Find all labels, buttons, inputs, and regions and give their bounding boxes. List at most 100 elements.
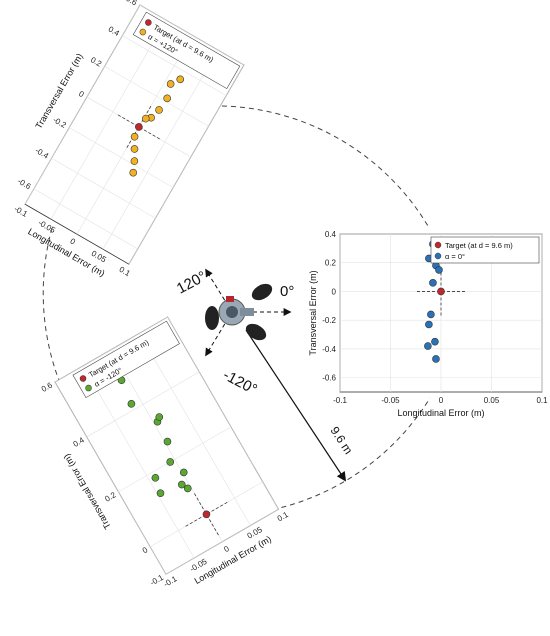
y-tick-label: 0.6: [124, 0, 139, 8]
distance-label: 9.6 m: [327, 424, 355, 457]
y-tick-label: -0.6: [322, 374, 336, 383]
x-gridline: [54, 381, 167, 575]
range-circle-arc-left: [42, 227, 66, 396]
y-gridline: [33, 188, 138, 250]
legend: Target (at d = 9.6 m) α = 0°: [430, 236, 540, 264]
y-tick-label: 0: [77, 89, 86, 99]
x-tick-label: 0.1: [118, 265, 133, 279]
y-tick-label: 0: [332, 287, 337, 296]
sample-point: [130, 145, 139, 153]
y-gridline: [104, 66, 209, 127]
x-gridline: [128, 64, 245, 265]
y-tick-label: 0.4: [325, 230, 337, 239]
legend-box: [430, 236, 540, 264]
y-tick-label: -0.1: [149, 573, 166, 588]
sample-point: [127, 400, 136, 408]
y-tick-label: -0.4: [34, 146, 51, 161]
y-gridline: [118, 426, 232, 493]
sample-point: [141, 114, 150, 123]
y-tick-label: 0: [141, 545, 150, 555]
sample-point: [424, 342, 432, 350]
sample-point: [432, 355, 440, 363]
robot-icon: [205, 283, 273, 341]
y-gridline: [139, 4, 245, 66]
sample-point: [435, 266, 443, 274]
target-crosshair-v: [126, 105, 152, 148]
y-tick-label: -0.4: [322, 345, 336, 354]
x-tick-label: -0.05: [381, 396, 400, 405]
x-tick-label: 0.1: [276, 510, 291, 524]
legend-marker: [434, 252, 442, 260]
sample-point: [163, 437, 172, 446]
sample-point: [130, 157, 139, 165]
x-gridline: [82, 365, 195, 559]
x-gridline: [102, 49, 219, 250]
legend-marker: [79, 375, 87, 382]
y-tick-label: 0.2: [325, 259, 337, 268]
sample-point: [183, 484, 192, 493]
target-point: [202, 510, 211, 519]
y-tick-label: -0.2: [51, 115, 68, 130]
target-point: [135, 123, 143, 131]
range-circle-arc-top: [221, 105, 429, 227]
y-gridline: [122, 35, 227, 96]
sample-point: [129, 168, 138, 177]
y-gridline: [54, 316, 168, 383]
y-tick-label: -0.2: [322, 316, 336, 325]
target-crosshair-v: [194, 493, 219, 536]
sample-point: [155, 106, 163, 114]
x-gridline: [50, 19, 167, 220]
sample-point: [166, 458, 175, 466]
target-crosshair-h: [185, 501, 228, 527]
distance-arrow: [245, 329, 347, 482]
x-tick-label: -0.1: [13, 204, 30, 219]
sample-point: [130, 132, 139, 141]
plot-alpha-minus-120: -0.1-0.0500.050.1-0.100.20.40.6Longitudi…: [40, 316, 291, 589]
legend-marker: [85, 384, 92, 392]
y-gridline: [51, 157, 156, 219]
x-gridline: [139, 333, 251, 526]
x-tick-label: 0: [69, 237, 78, 247]
legend-label: Target (at d = 9.6 m): [445, 241, 513, 250]
legend-box: [72, 320, 180, 399]
x-gridline: [167, 316, 279, 510]
sample-point: [431, 337, 439, 346]
sample-point: [427, 310, 435, 319]
sample-point: [429, 279, 437, 287]
legend-box: [132, 11, 241, 90]
y-tick-label: 0.4: [72, 435, 87, 449]
x-tick-label: 0: [439, 396, 444, 405]
sample-point: [155, 413, 164, 421]
sample-point: [177, 480, 186, 489]
x-tick-label: 0: [222, 544, 231, 554]
y-gridline: [165, 508, 279, 575]
sample-point: [156, 489, 165, 498]
sample-point: [425, 320, 433, 329]
y-gridline: [69, 127, 174, 188]
sample-point: [151, 474, 160, 482]
legend-marker: [145, 19, 152, 26]
sample-point: [176, 75, 185, 84]
y-tick-label: 0.6: [40, 380, 55, 394]
legend-label: α = 0°: [445, 252, 465, 261]
sample-point: [179, 468, 188, 477]
sample-point: [166, 80, 175, 88]
x-gridline: [24, 4, 141, 205]
x-tick-label: -0.1: [162, 574, 179, 589]
x-axis-label: Longitudinal Error (m): [397, 408, 484, 418]
y-tick-label: 0.4: [107, 25, 122, 39]
x-tick-label: -0.1: [333, 396, 347, 405]
y-gridline: [86, 371, 200, 438]
y-tick-label: 0.2: [103, 490, 118, 504]
plot-alpha-plus-120: -0.1-0.0500.050.1-0.6-0.4-0.200.20.40.6L…: [13, 0, 245, 279]
y-axis-label: Transversal Error (m): [308, 270, 318, 355]
angle-label-120: 120°: [174, 268, 209, 298]
x-gridline: [111, 349, 223, 542]
sample-point: [163, 94, 171, 103]
legend-marker: [434, 241, 442, 249]
target-point: [437, 287, 445, 296]
y-tick-label: -0.6: [16, 177, 33, 192]
x-tick-label: 0.05: [484, 396, 500, 405]
